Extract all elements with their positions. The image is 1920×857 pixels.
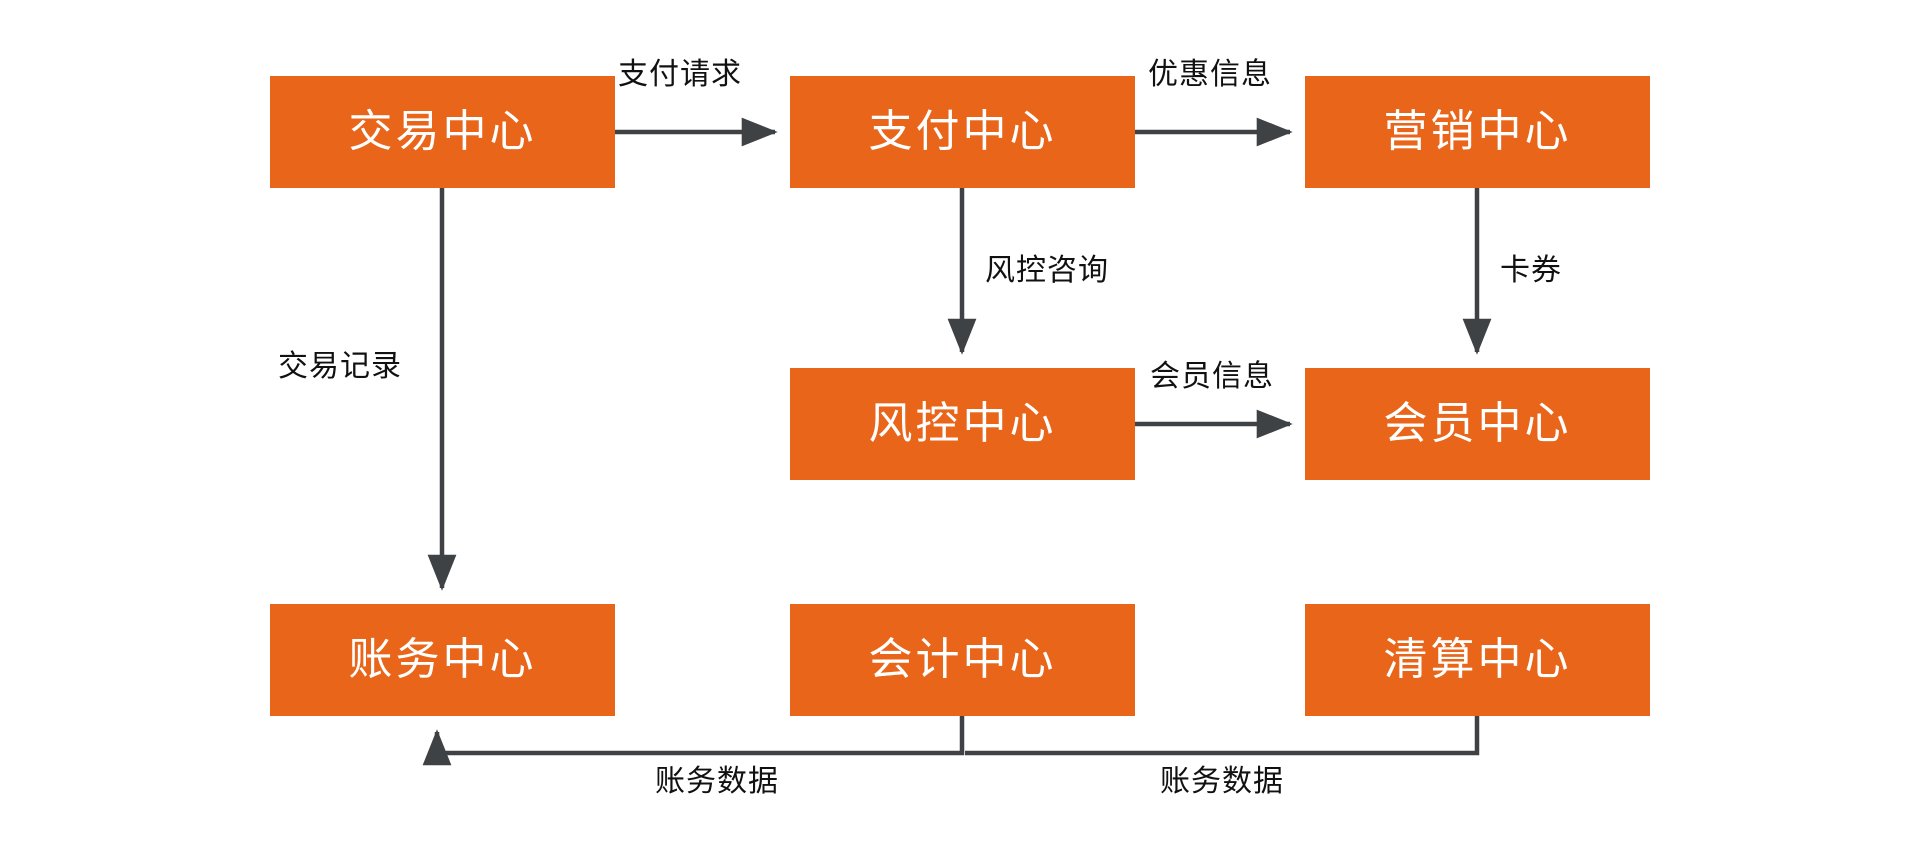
- edge-label-member-info: 会员信息: [1150, 360, 1274, 393]
- edge-label-account-data-1: 账务数据: [655, 765, 779, 798]
- node-label: 会员中心: [1383, 399, 1572, 448]
- edge-label-promo-info: 优惠信息: [1148, 58, 1272, 91]
- node-label: 支付中心: [868, 107, 1057, 156]
- node-label: 风控中心: [868, 399, 1057, 448]
- node-member-center[interactable]: 会员中心: [1305, 368, 1650, 480]
- edge-label-risk-consult: 风控咨询: [985, 254, 1109, 287]
- edge-acct-data-2: [965, 716, 1480, 756]
- node-label: 营销中心: [1383, 107, 1572, 156]
- node-bookkeeping-center[interactable]: 会计中心: [790, 604, 1135, 716]
- edge-label-coupon: 卡券: [1500, 254, 1562, 287]
- node-label: 账务中心: [348, 635, 537, 684]
- node-trade-center[interactable]: 交易中心: [270, 76, 615, 188]
- node-marketing-center[interactable]: 营销中心: [1305, 76, 1650, 188]
- node-accounting-center[interactable]: 账务中心: [270, 604, 615, 716]
- edge-label-account-data-2: 账务数据: [1160, 765, 1284, 798]
- edge-label-pay-request: 支付请求: [618, 58, 742, 91]
- node-label: 清算中心: [1383, 635, 1572, 684]
- edge-label-trade-record: 交易记录: [278, 350, 402, 383]
- node-payment-center[interactable]: 支付中心: [790, 76, 1135, 188]
- edge-acct-data-1: [422, 716, 965, 766]
- node-clearing-center[interactable]: 清算中心: [1305, 604, 1650, 716]
- node-label: 交易中心: [348, 107, 537, 156]
- node-label: 会计中心: [868, 635, 1057, 684]
- node-risk-control-center[interactable]: 风控中心: [790, 368, 1135, 480]
